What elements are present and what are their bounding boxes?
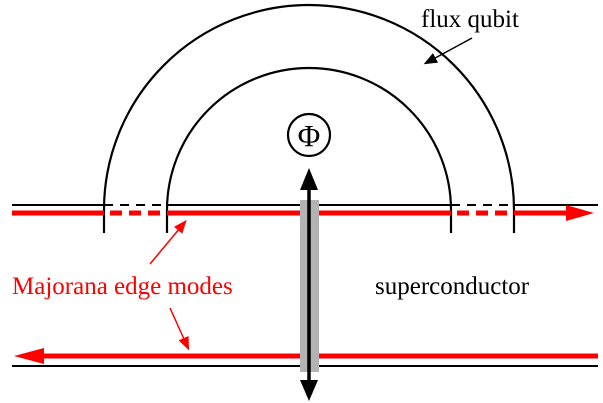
majorana-pointer-up — [149, 219, 187, 265]
superconductor-label: superconductor — [375, 273, 530, 300]
flux-symbol: Φ — [298, 118, 321, 153]
flux-qubit-outer-arc — [102, 3, 516, 233]
flux-symbol-circle — [286, 112, 332, 158]
bottom-edge-arrowhead — [14, 348, 44, 364]
majorana-pointer-down — [169, 307, 190, 351]
flux-qubit-label: flux qubit — [421, 6, 519, 33]
flux-arrow-bottom-head — [300, 380, 318, 401]
flux-qubit-pointer — [423, 37, 473, 65]
top-edge-arrowhead — [566, 205, 594, 221]
flux-arrow — [300, 168, 318, 401]
flux-arrow-top-head — [300, 168, 318, 190]
majorana-label: Majorana edge modes — [12, 273, 233, 300]
flux-qubit-inner-arc — [165, 66, 453, 233]
